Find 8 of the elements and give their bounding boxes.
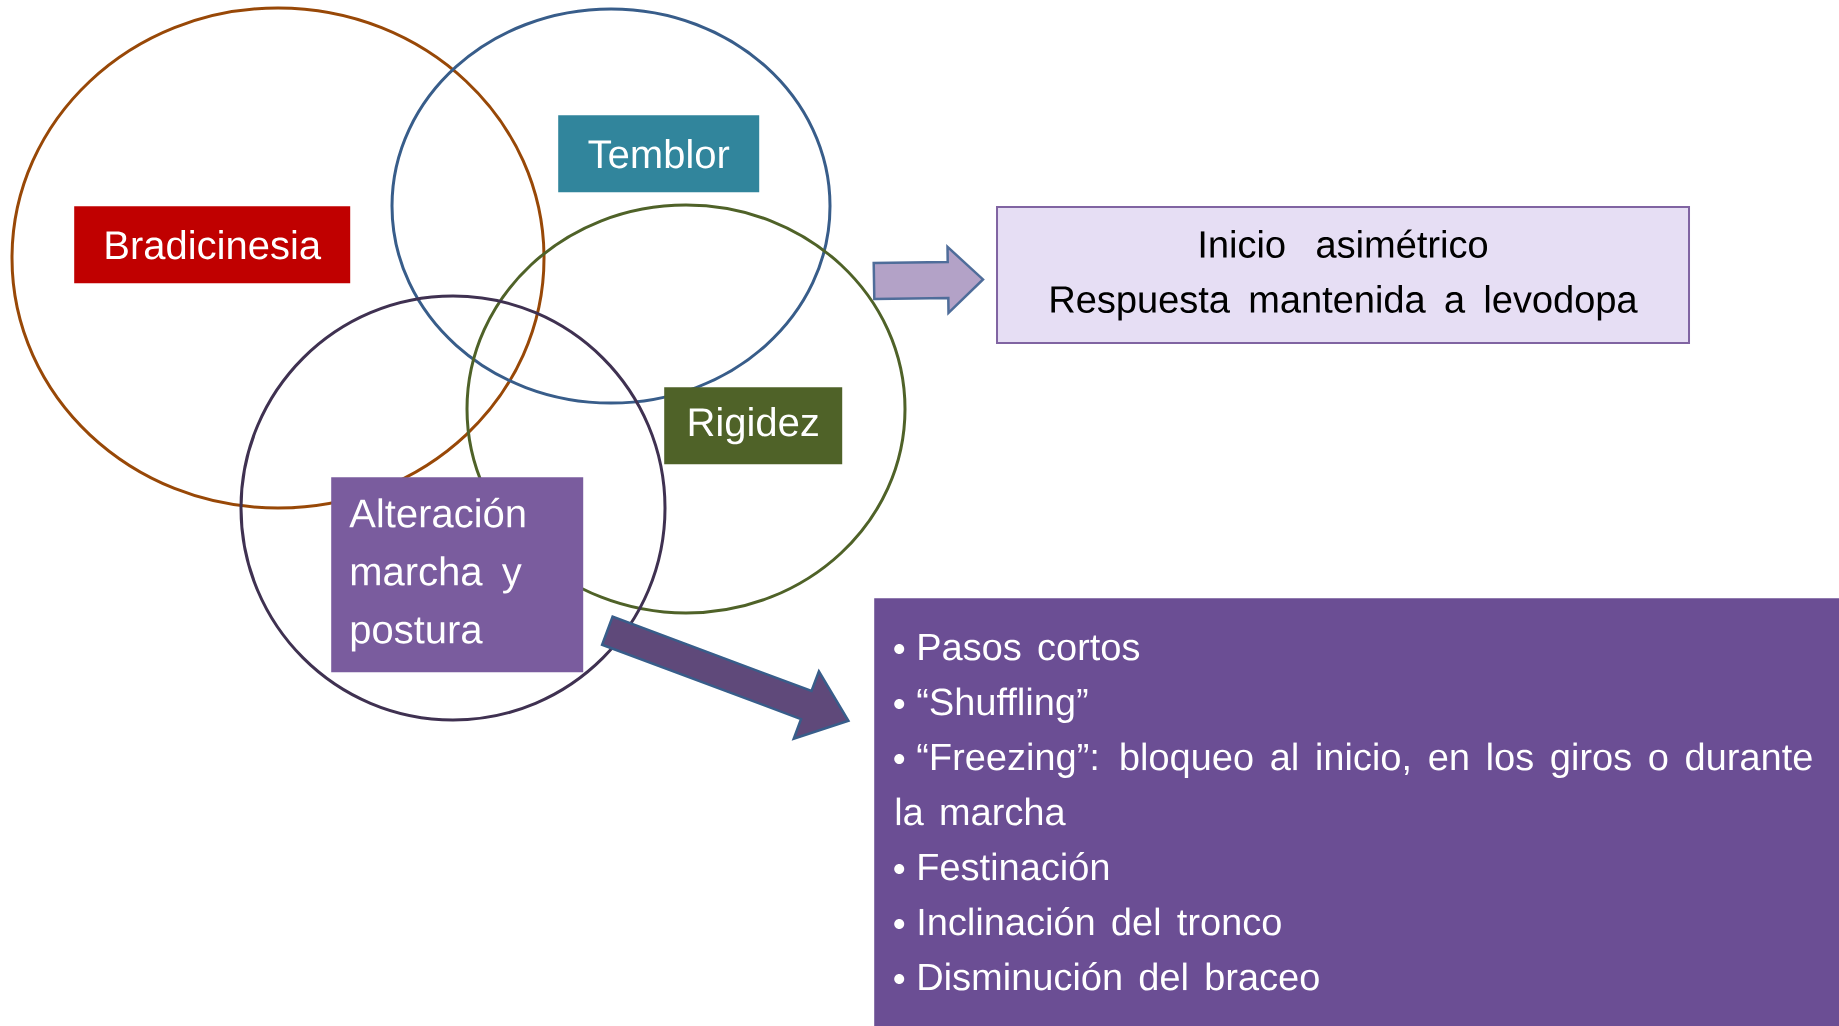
label-box: Rigidez [664, 387, 843, 465]
label-box: Bradicinesia [74, 206, 351, 284]
label-box: Alteración marcha y postura [331, 477, 584, 673]
label-box: Temblor [558, 115, 760, 193]
block-arrow [600, 615, 851, 741]
bullet-list-box: Pasos cortos “Shuffling” “Freezing”: bloqueo al inicio, en los giros o durante la marcha Festinación Inclinación del tronco Disminución del braceo [874, 598, 1839, 1026]
block-arrow [872, 244, 985, 316]
note-box: Inicio asimétrico Respuesta mantenida a levodopa [996, 206, 1690, 344]
